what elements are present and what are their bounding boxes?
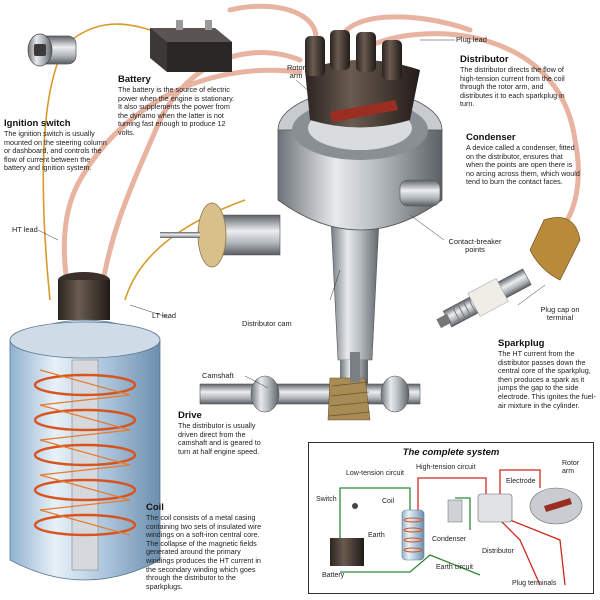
- coil-drawing: [9, 272, 161, 581]
- cs-plug-terminals-label: Plug terminals: [512, 580, 557, 587]
- cs-switch-label: Switch: [316, 496, 337, 503]
- complete-system-panel: The complete system: [308, 442, 594, 594]
- cs-condenser-label: Condenser: [432, 536, 467, 543]
- cs-earth-circuit-label: Earth circuit: [436, 564, 473, 571]
- distributor-drawing: [160, 30, 443, 390]
- condenser-description: A device called a condenser, fitted on t…: [466, 143, 580, 187]
- leader-lines: [37, 39, 546, 389]
- contact-breaker-label: Contact-breaker points: [448, 237, 502, 255]
- plug-cap-label: Plug cap on terminal: [540, 305, 580, 323]
- distributor-title: Distributor: [460, 54, 509, 65]
- rotor-arm-label: Rotor arm: [286, 63, 306, 81]
- sparkplug-description: The HT current from the distributor pass…: [498, 349, 596, 410]
- drive-title: Drive: [178, 410, 202, 421]
- ignition-switch-title: Ignition switch: [4, 118, 71, 129]
- cs-coil-label: Coil: [382, 498, 395, 505]
- drive-description: The distributor is usually driven direct…: [178, 421, 261, 456]
- coil-description: The coil consists of a metal casing cont…: [146, 513, 262, 591]
- lt-lead-label: LT lead: [152, 311, 176, 320]
- cs-battery-label: Battery: [322, 572, 345, 579]
- camshaft-label: Camshaft: [202, 371, 234, 380]
- battery-description: The battery is the source of electric po…: [118, 85, 235, 137]
- cs-electrode-label: Electrode: [506, 478, 536, 485]
- cs-distributor-label: Distributor: [482, 548, 514, 555]
- distributor-cam-label: Distributor cam: [242, 319, 292, 328]
- cs-high-tension-label: High-tension circuit: [416, 464, 476, 471]
- sparkplug-title: Sparkplug: [498, 338, 545, 349]
- condenser-title: Condenser: [466, 132, 516, 143]
- coil-title: Coil: [146, 502, 164, 513]
- cs-low-tension-label: Low-tension circuit: [346, 470, 404, 477]
- cs-rotor-arm-label: Rotor arm: [562, 460, 580, 475]
- complete-system-parts: [330, 487, 583, 566]
- distributor-description: The distributor directs the flow of high…: [460, 65, 565, 109]
- ignition-switch-description: The ignition switch is usually mounted o…: [4, 129, 107, 173]
- plug-lead-label: Plug lead: [456, 35, 487, 44]
- camshaft-drawing: [199, 352, 421, 421]
- complete-system-circuit: [339, 469, 566, 586]
- ignition-switch-drawing: [27, 33, 77, 67]
- battery-drawing: [150, 20, 232, 72]
- ht-lead-label: HT lead: [12, 225, 38, 234]
- sparkplug-drawing: [436, 217, 581, 329]
- complete-system-title: The complete system: [402, 447, 500, 458]
- cs-earth-label: Earth: [368, 532, 385, 539]
- battery-title: Battery: [118, 74, 151, 85]
